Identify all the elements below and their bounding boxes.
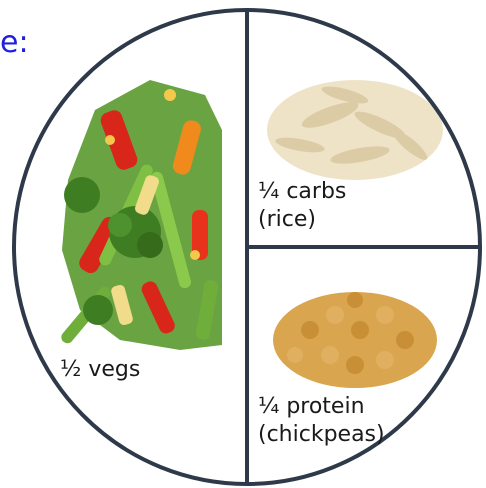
protein-label-line2: (chickpeas) [258, 421, 385, 449]
vegetables-image [59, 80, 222, 350]
vegs-label: ½ vegs [60, 356, 140, 384]
protein-label-line1: ¼ protein [258, 393, 385, 421]
carbs-label-line1: ¼ carbs [258, 178, 346, 206]
chickpeas-image [273, 292, 437, 388]
rice-image [267, 80, 443, 180]
carbs-label: ¼ carbs (rice) [258, 178, 346, 234]
vegs-label-text: ½ vegs [60, 357, 140, 382]
carbs-label-line2: (rice) [258, 206, 346, 234]
protein-label: ¼ protein (chickpeas) [258, 393, 385, 449]
